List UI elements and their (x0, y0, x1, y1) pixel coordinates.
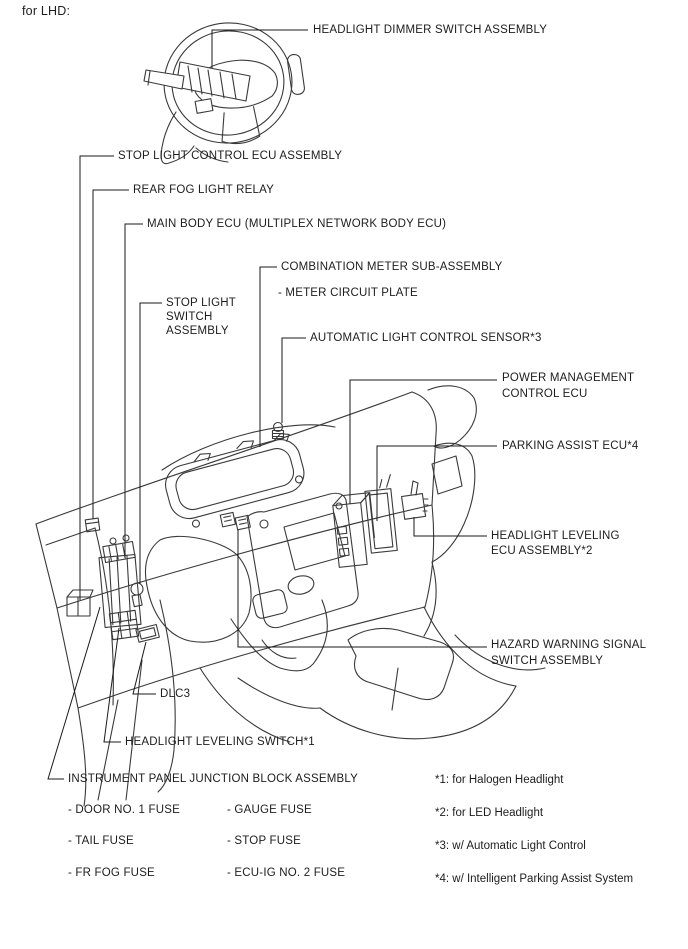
callout-label-line: SWITCH (166, 311, 213, 323)
callout-label-parking-assist-ecu: PARKING ASSIST ECU*4 (502, 440, 639, 452)
leader-headlight-dimmer (211, 29, 308, 68)
variant-label: for LHD: (22, 4, 71, 18)
center-console-drawing (219, 492, 359, 629)
headlight-leveling-ecu-drawing (401, 480, 429, 520)
stop-light-control-ecu-drawing (66, 589, 94, 617)
leader-stop-light-control-ecu (79, 155, 114, 600)
steering-wheel-drawing (143, 22, 305, 165)
rear-fog-light-relay-drawing (84, 517, 101, 533)
combination-meter-drawing (165, 433, 305, 528)
parking-assist-ecu-drawing (364, 474, 398, 554)
leader-parking-assist-ecu (376, 445, 497, 521)
callout-label-auto-light-sensor: AUTOMATIC LIGHT CONTROL SENSOR*3 (310, 332, 542, 344)
callout-label-hazard-switch: HAZARD WARNING SIGNAL SWITCH ASSEMBLY (491, 637, 646, 669)
callout-label-line: HAZARD WARNING SIGNAL (491, 639, 647, 651)
fuse-item-fr-fog: - FR FOG FUSE (68, 867, 155, 879)
callout-label-line: ASSEMBLY (166, 325, 229, 337)
callout-label-line: STOP LIGHT (166, 297, 236, 309)
callout-label-combination-meter: COMBINATION METER SUB-ASSEMBLY (281, 261, 503, 273)
fuse-item-gauge: - GAUGE FUSE (227, 804, 312, 816)
callout-label-stop-light-control-ecu: STOP LIGHT CONTROL ECU ASSEMBLY (118, 150, 343, 162)
leader-rear-fog-light-relay (92, 189, 129, 519)
power-management-control-ecu-drawing (332, 492, 375, 568)
leader-power-management-ecu (349, 379, 497, 504)
instrument-panel-junction-block-drawing (98, 534, 142, 641)
footnote-3: *3: w/ Automatic Light Control (435, 840, 586, 852)
leader-main-body-ecu (124, 223, 143, 558)
headlight-dimmer-switch-drawing (143, 61, 251, 114)
fuse-item-stop: - STOP FUSE (227, 835, 301, 847)
callout-label-meter-circuit-plate: - METER CIRCUIT PLATE (278, 287, 418, 299)
callout-label-line: CONTROL ECU (502, 388, 588, 400)
callout-label-main-body-ecu: MAIN BODY ECU (MULTIPLEX NETWORK BODY EC… (147, 218, 447, 230)
leader-stop-light-switch (139, 302, 162, 584)
callout-label-headlight-leveling-switch: HEADLIGHT LEVELING SWITCH*1 (125, 736, 315, 748)
callout-label-line: SWITCH ASSEMBLY (491, 655, 604, 667)
leader-junction-block (47, 606, 101, 780)
fuse-item-door-no1: - DOOR NO. 1 FUSE (68, 804, 181, 816)
callout-label-dlc3: DLC3 (160, 688, 191, 700)
callout-label-power-management-ecu: POWER MANAGEMENT CONTROL ECU (502, 370, 634, 402)
callout-label-line: HEADLIGHT LEVELING (491, 530, 620, 542)
stop-light-switch-drawing (130, 582, 144, 608)
footnote-1: *1: for Halogen Headlight (435, 774, 564, 786)
footnote-2: *2: for LED Headlight (435, 807, 544, 819)
callout-label-junction-block: INSTRUMENT PANEL JUNCTION BLOCK ASSEMBLY (68, 773, 359, 785)
leader-dlc3 (132, 641, 156, 695)
automatic-light-control-sensor-drawing (271, 421, 285, 440)
callout-label-stop-light-switch: STOP LIGHT SWITCH ASSEMBLY (166, 296, 236, 338)
callout-label-rear-fog-light-relay: REAR FOG LIGHT RELAY (133, 184, 274, 196)
hazard-warning-switch-drawing (219, 511, 251, 531)
fuse-item-tail: - TAIL FUSE (68, 835, 134, 847)
fuse-item-ecu-ig-no2: - ECU-IG NO. 2 FUSE (227, 867, 346, 879)
headlight-leveling-switch-drawing (108, 609, 140, 641)
footnote-4: *4: w/ Intelligent Parking Assist System (435, 873, 634, 885)
leader-combination-meter (259, 266, 277, 447)
leader-lines (47, 29, 497, 780)
leader-headlight-leveling-switch (103, 627, 121, 743)
leader-headlight-leveling-ecu (413, 517, 487, 537)
leader-auto-light-sensor (281, 337, 306, 423)
leader-hazard-switch (237, 530, 487, 648)
callout-label-headlight-leveling-ecu: HEADLIGHT LEVELING ECU ASSEMBLY*2 (491, 529, 620, 559)
callout-label-headlight-dimmer-switch: HEADLIGHT DIMMER SWITCH ASSEMBLY (313, 24, 548, 36)
dlc3-connector-drawing (135, 623, 160, 643)
callout-label-line: POWER MANAGEMENT (502, 372, 635, 384)
callout-label-line: ECU ASSEMBLY*2 (491, 545, 593, 557)
